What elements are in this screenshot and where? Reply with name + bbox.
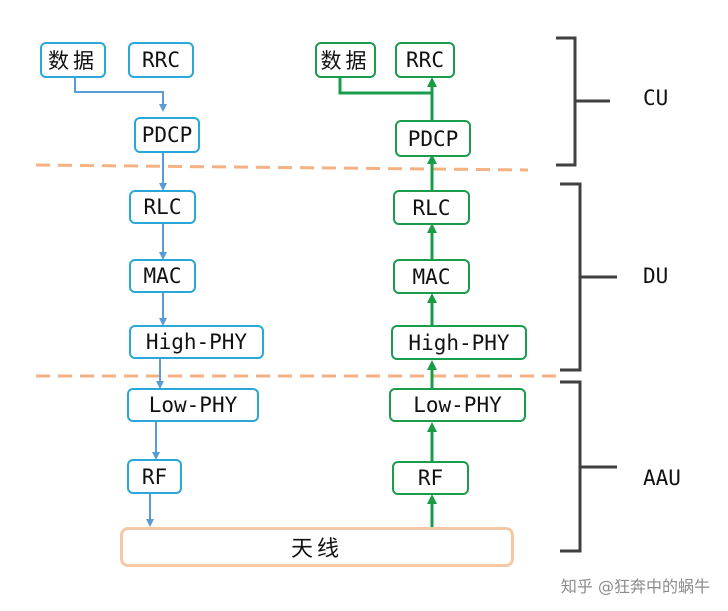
cu-bracket <box>556 36 610 167</box>
watermark: 知乎 @狂奔中的蜗牛 <box>560 577 710 596</box>
du-label: DU <box>643 264 669 288</box>
uplink-rf-box: RF <box>392 461 469 495</box>
downlink-data-to-rrc-arrow <box>74 78 167 112</box>
uplink-high-phy-box: High-PHY <box>391 325 527 360</box>
aau-label: AAU <box>643 466 681 490</box>
uplink-pdcp-to-rrc-data-arrow <box>338 78 434 120</box>
aau-bracket <box>560 380 617 553</box>
uplink-data-box: 数据 <box>315 42 376 78</box>
downlink-low-phy-box: Low-PHY <box>127 388 259 422</box>
du-bracket <box>560 182 617 372</box>
downlink-mac-box: MAC <box>129 259 196 293</box>
uplink-pdcp-box: PDCP <box>395 120 471 157</box>
uplink-mac-box: MAC <box>393 259 470 294</box>
downlink-high-phy-box: High-PHY <box>129 325 264 359</box>
uplink-rrc-box: RRC <box>395 42 455 78</box>
downlink-rf-box: RF <box>127 459 182 494</box>
downlink-rlc-box: RLC <box>129 190 196 224</box>
cu-label: CU <box>643 86 669 110</box>
divider-cu-du <box>35 163 529 172</box>
uplink-rlc-box: RLC <box>393 190 470 225</box>
downlink-rrc-box: RRC <box>128 42 194 78</box>
antenna-box: 天线 <box>120 527 514 567</box>
downlink-data-box: 数据 <box>40 42 106 78</box>
uplink-low-phy-box: Low-PHY <box>389 388 526 422</box>
downlink-pdcp-box: PDCP <box>134 117 200 153</box>
